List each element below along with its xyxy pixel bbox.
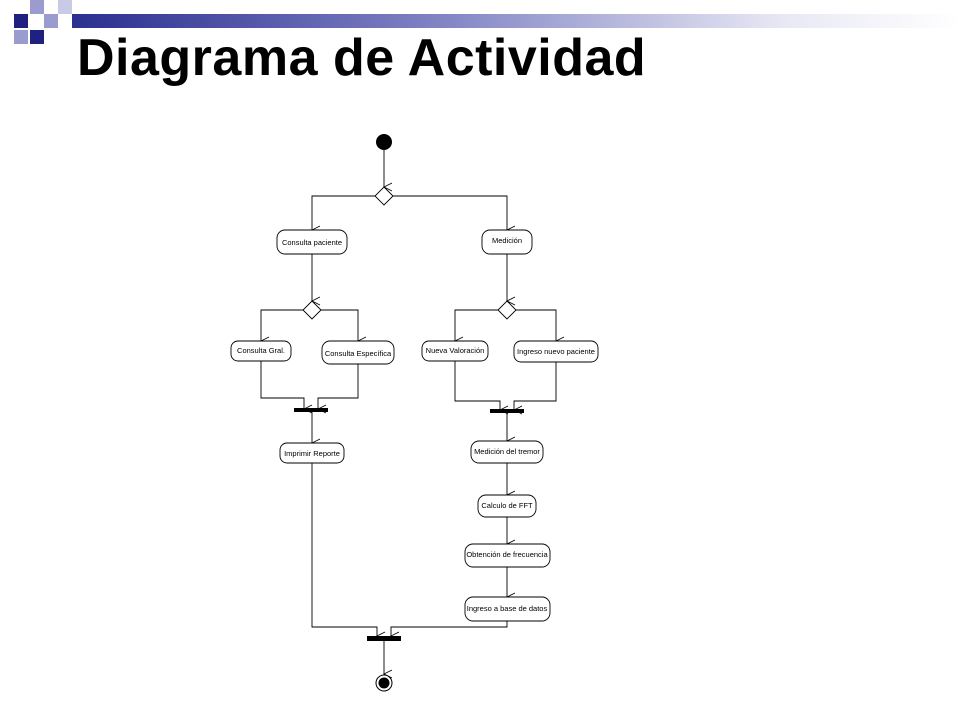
activity-obtencion-frecuencia [464,543,551,568]
activity-consulta-gral [230,340,292,362]
title-gradient-bar [72,14,960,28]
label-medicion: Medición [492,236,522,245]
slide-title: Diagrama de Actividad [77,29,647,87]
decision-node-2 [302,300,322,320]
activity-ingreso-base-datos [464,596,551,622]
corner-square-light-1 [30,0,44,14]
corner-square-dark-1 [14,14,28,28]
label-calculo-fft: Calculo de FFT [481,501,533,510]
join-bar-1 [294,408,328,412]
corner-square-dark-2 [30,30,44,44]
decision-node-3 [497,300,517,320]
activity-medicion [481,229,533,255]
label-ingreso-base-datos: Ingreso a base de datos [467,604,548,613]
decision-node-1 [374,186,394,206]
activity-medicion-tremor [470,440,544,464]
label-nueva-valoracion: Nueva Valoración [426,346,485,355]
join-bar-2 [490,409,524,413]
activity-nueva-valoracion [421,340,489,362]
activity-imprimir-reporte [279,442,345,464]
initial-node [376,134,392,150]
activity-ingreso-nuevo-paciente [513,340,599,363]
label-ingreso-nuevo-paciente: Ingreso nuevo paciente [517,347,595,356]
activity-calculo-fft [477,494,537,518]
label-medicion-tremor: Medición del tremor [474,447,540,456]
join-bar-final [367,636,401,641]
label-consulta-gral: Consulta Gral. [237,346,285,355]
label-imprimir-reporte: Imprimir Reporte [284,449,340,458]
activity-consulta-paciente [276,229,348,255]
corner-square-light-2 [44,14,58,28]
label-consulta-paciente: Consulta paciente [282,238,342,247]
label-obtencion-frecuencia: Obtención de frecuencia [466,550,548,559]
final-node-dot [378,677,390,689]
label-consulta-especifica: Consulta Específica [325,349,392,358]
corner-square-light-4 [58,0,72,14]
corner-square-light-3 [14,30,28,44]
activity-consulta-especifica [321,340,395,365]
